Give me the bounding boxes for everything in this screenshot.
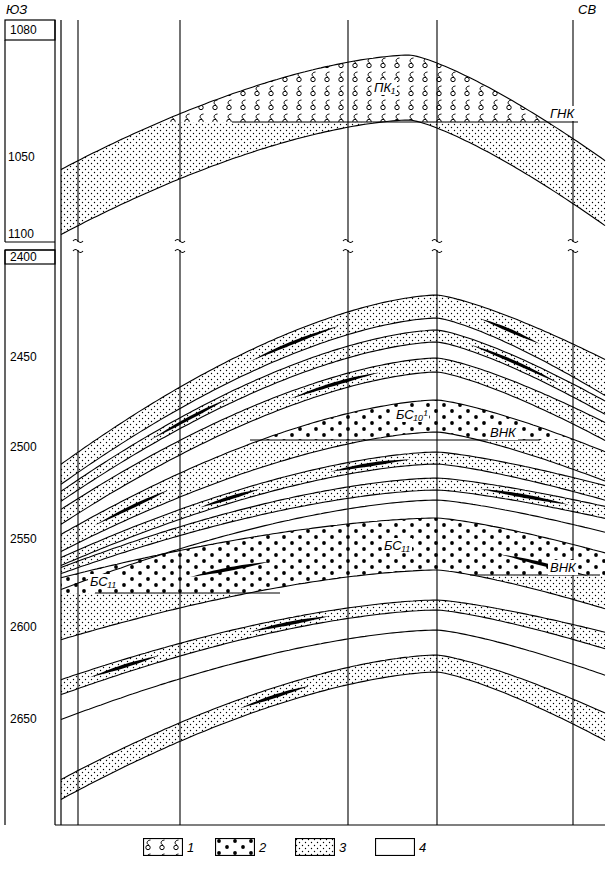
well [179,20,180,242]
lens [200,489,260,508]
gas-zone [61,55,605,122]
layer-boundary [61,518,605,578]
depth-mark: 1050 [8,150,35,165]
legend-text: 4 [419,840,426,856]
depth-mark: 2500 [10,440,37,455]
break-mark [73,240,83,253]
lens [330,460,410,472]
depth-mark: 1100 [8,227,34,242]
layer-boundary [61,655,605,780]
lens [150,398,230,440]
layer-label: СВ [578,2,596,17]
depth-mark: 2450 [10,350,37,365]
lens [250,326,338,361]
layer-label: ГНК [548,106,576,121]
legend-swatch [216,839,255,856]
legend-text: 2 [259,840,266,856]
legend-sample [375,838,415,856]
lens [90,656,158,677]
legend-swatch [296,839,335,856]
water-oil-contact [95,592,280,593]
break-mark [432,240,442,253]
water-oil-contact [470,574,600,575]
break-mark [343,240,353,253]
depth-mark: 2650 [10,712,37,727]
layer-boundary [61,630,605,720]
depth-mark: 1080 [10,23,37,38]
break-mark [568,240,578,253]
oil-zone [61,400,605,440]
layer-label: БС₁₁ [88,574,118,589]
lens [95,491,167,526]
well [179,250,180,825]
well [347,20,348,242]
well [572,20,573,242]
depth-mark: 2600 [10,620,37,635]
lens [240,686,308,708]
lens [290,373,378,399]
lens [250,616,330,632]
lens [470,345,558,383]
well [436,250,437,825]
layer-boundary [61,570,605,640]
layer-boundary [61,55,605,170]
layer-boundary [61,500,605,590]
layer-label: ВНК [548,560,578,575]
legend-text: 1 [187,840,194,856]
gas-water-contact [232,121,578,122]
well [77,20,78,242]
well [572,250,573,825]
lens [190,562,270,577]
legend-swatch [144,839,183,856]
lens [480,319,540,345]
well [77,250,78,825]
sand-layer [61,55,605,235]
layer-boundary [61,120,605,235]
lens [500,554,588,576]
layer-label: БС₁₁ [382,538,412,553]
layer-label: ЮЗ [6,2,27,17]
legend-sample [215,838,255,856]
depth-mark: 2400 [10,250,37,265]
legend-text: 3 [339,840,346,856]
legend-sample [295,838,335,856]
break-mark [175,240,185,253]
depth-mark: 2550 [10,532,37,547]
well [436,20,437,242]
legend-swatch [376,839,415,856]
layer-label: ВНК [488,425,518,440]
layer-label: БС₁₀¹ [394,407,429,422]
sand-layer [61,655,605,800]
legend-sample [143,838,183,856]
lens [480,489,568,505]
well [347,250,348,825]
layer-label: ПК₁ [372,80,397,95]
